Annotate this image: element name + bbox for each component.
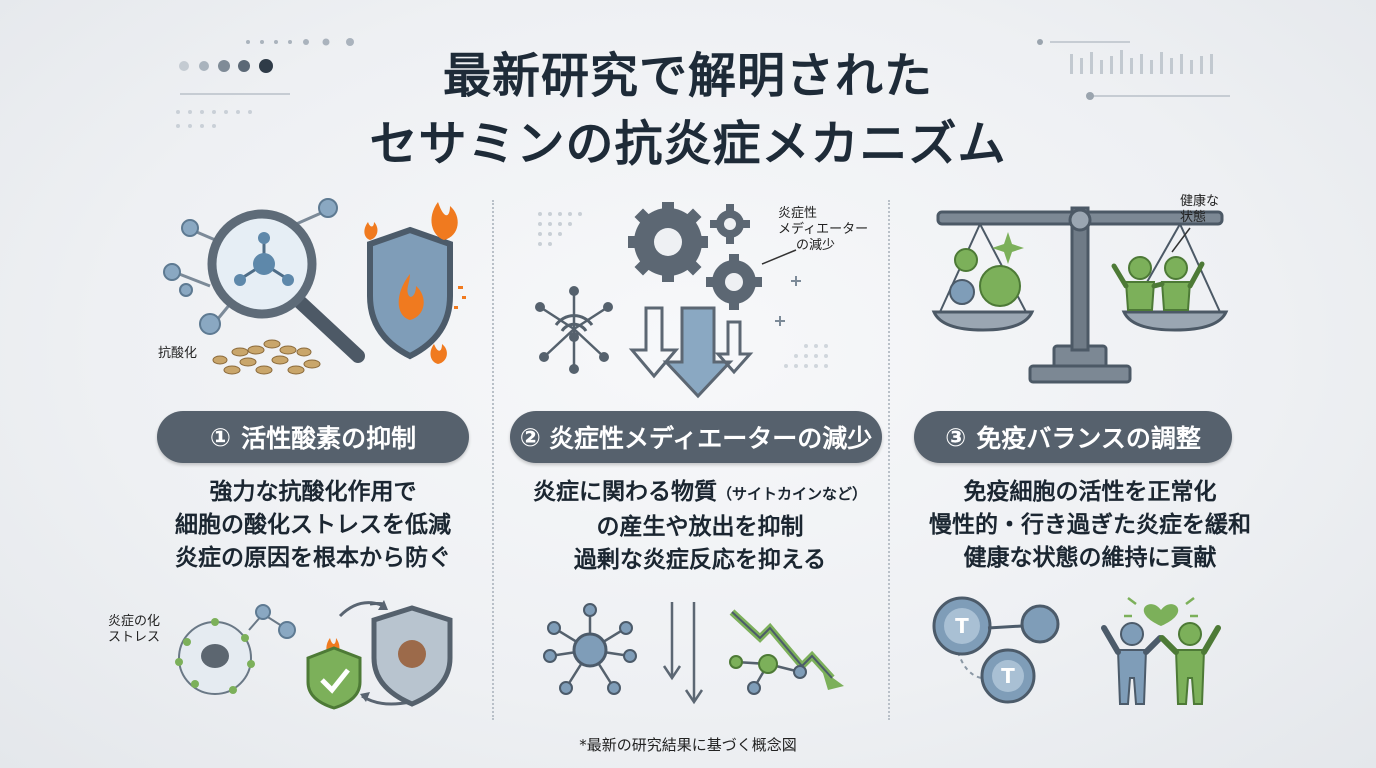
main-title-line-1: 最新研究で解明された [442,48,933,104]
column-divider-1 [492,200,494,720]
magnifier-molecule-icon [163,198,365,363]
footnote: *最新の研究結果に基づく概念図 [579,736,797,754]
decorative-dot-grid [538,212,582,246]
oxidative-stress-label-line-1: 炎症の化 [108,614,161,629]
main-title-line-2: セサミンの抗炎症メカニズム [369,116,1007,172]
mediator-label: 炎症性 メディエーター の減少 [778,206,868,254]
healthy-state-label: 健康な 状態 [1180,194,1219,226]
desc-1-line-1: 強力な抗酸化作用で [209,479,417,505]
heading-pill-3: ③ 免疫バランスの調整 [914,411,1232,463]
desc-2-line-1: 炎症に関わる物質（サイトカインなど） [490,476,910,511]
desc-3-line-3: 健康な状態の維持に貢献 [963,545,1217,571]
cell-icon [175,604,296,695]
description-1: 強力な抗酸化作用で 細胞の酸化ストレスを低減 炎症の原因を根本から防ぐ [103,476,523,575]
healthy-state-line-1: 健康な [1180,194,1220,209]
heart-people-icon [1101,597,1221,705]
desc-2-line-2: の産生や放出を抑制 [596,514,804,540]
heading-text-2: 炎症性メディエーターの減少 [548,424,873,453]
description-3: 免疫細胞の活性を正常化 慢性的・行き過ぎた炎症を緩和 健康な状態の維持に貢献 [880,476,1300,575]
heading-text-1: 活性酸素の抑制 [241,424,417,453]
network-icon [535,286,613,374]
antioxidant-label: 抗酸化 [158,346,198,361]
thin-down-arrows-icon [662,602,704,705]
gears-icon [628,202,762,310]
decorative-bars-right [1037,39,1230,100]
decorative-dots-left [176,38,354,128]
molecule-network-icon [543,603,637,695]
sesame-seeds-icon [212,339,321,375]
mediator-label-line-1: 炎症性 [778,206,818,221]
desc-3-line-2: 慢性的・行き過ぎた炎症を緩和 [929,512,1251,538]
description-2: 炎症に関わる物質（サイトカインなど） の産生や放出を抑制 過剰な炎症反応を抑える [490,476,910,577]
heading-text-3: 免疫バランスの調整 [976,424,1201,453]
sparkle-dots [775,276,828,368]
mediator-label-line-2: メディエーター [778,222,869,237]
trend-down-icon [729,609,844,695]
healthy-state-line-2: 状態 [1180,210,1207,225]
oxidative-stress-label-line-2: ストレス [108,630,161,645]
heading-number-2: ② [519,422,541,452]
t-cell-letter-1: T [955,614,969,638]
desc-2-line-1-note: （サイトカインなど） [716,485,867,503]
heading-pill-2: ② 炎症性メディエーターの減少 [510,411,882,463]
balance-scale-icon [931,206,1229,384]
oxidative-stress-label: 炎症の化 ストレス [108,614,160,646]
desc-3-line-1: 免疫細胞の活性を正常化 [963,479,1217,505]
label-pointer-line [761,249,797,265]
desc-2-line-1-main: 炎症に関わる物質 [532,479,717,505]
t-cell-letter-2: T [1001,664,1015,688]
desc-1-line-2: 細胞の酸化ストレスを低減 [175,512,451,538]
desc-1-line-3: 炎症の原因を根本から防ぐ [175,545,451,571]
check-shield-icon [306,600,453,710]
desc-2-line-3: 過剰な炎症反応を抑える [573,547,827,573]
label-pointer-line-3 [1171,227,1191,253]
t-cell-icon: T T [932,596,1060,704]
down-arrows-icon [628,306,754,399]
shield-fire-icon [364,202,466,364]
heading-number-3: ③ [945,422,967,452]
mediator-label-line-3: の減少 [796,238,836,253]
column-divider-2 [888,200,890,720]
heading-pill-1: ① 活性酸素の抑制 [157,411,469,463]
heading-number-1: ① [209,422,232,452]
